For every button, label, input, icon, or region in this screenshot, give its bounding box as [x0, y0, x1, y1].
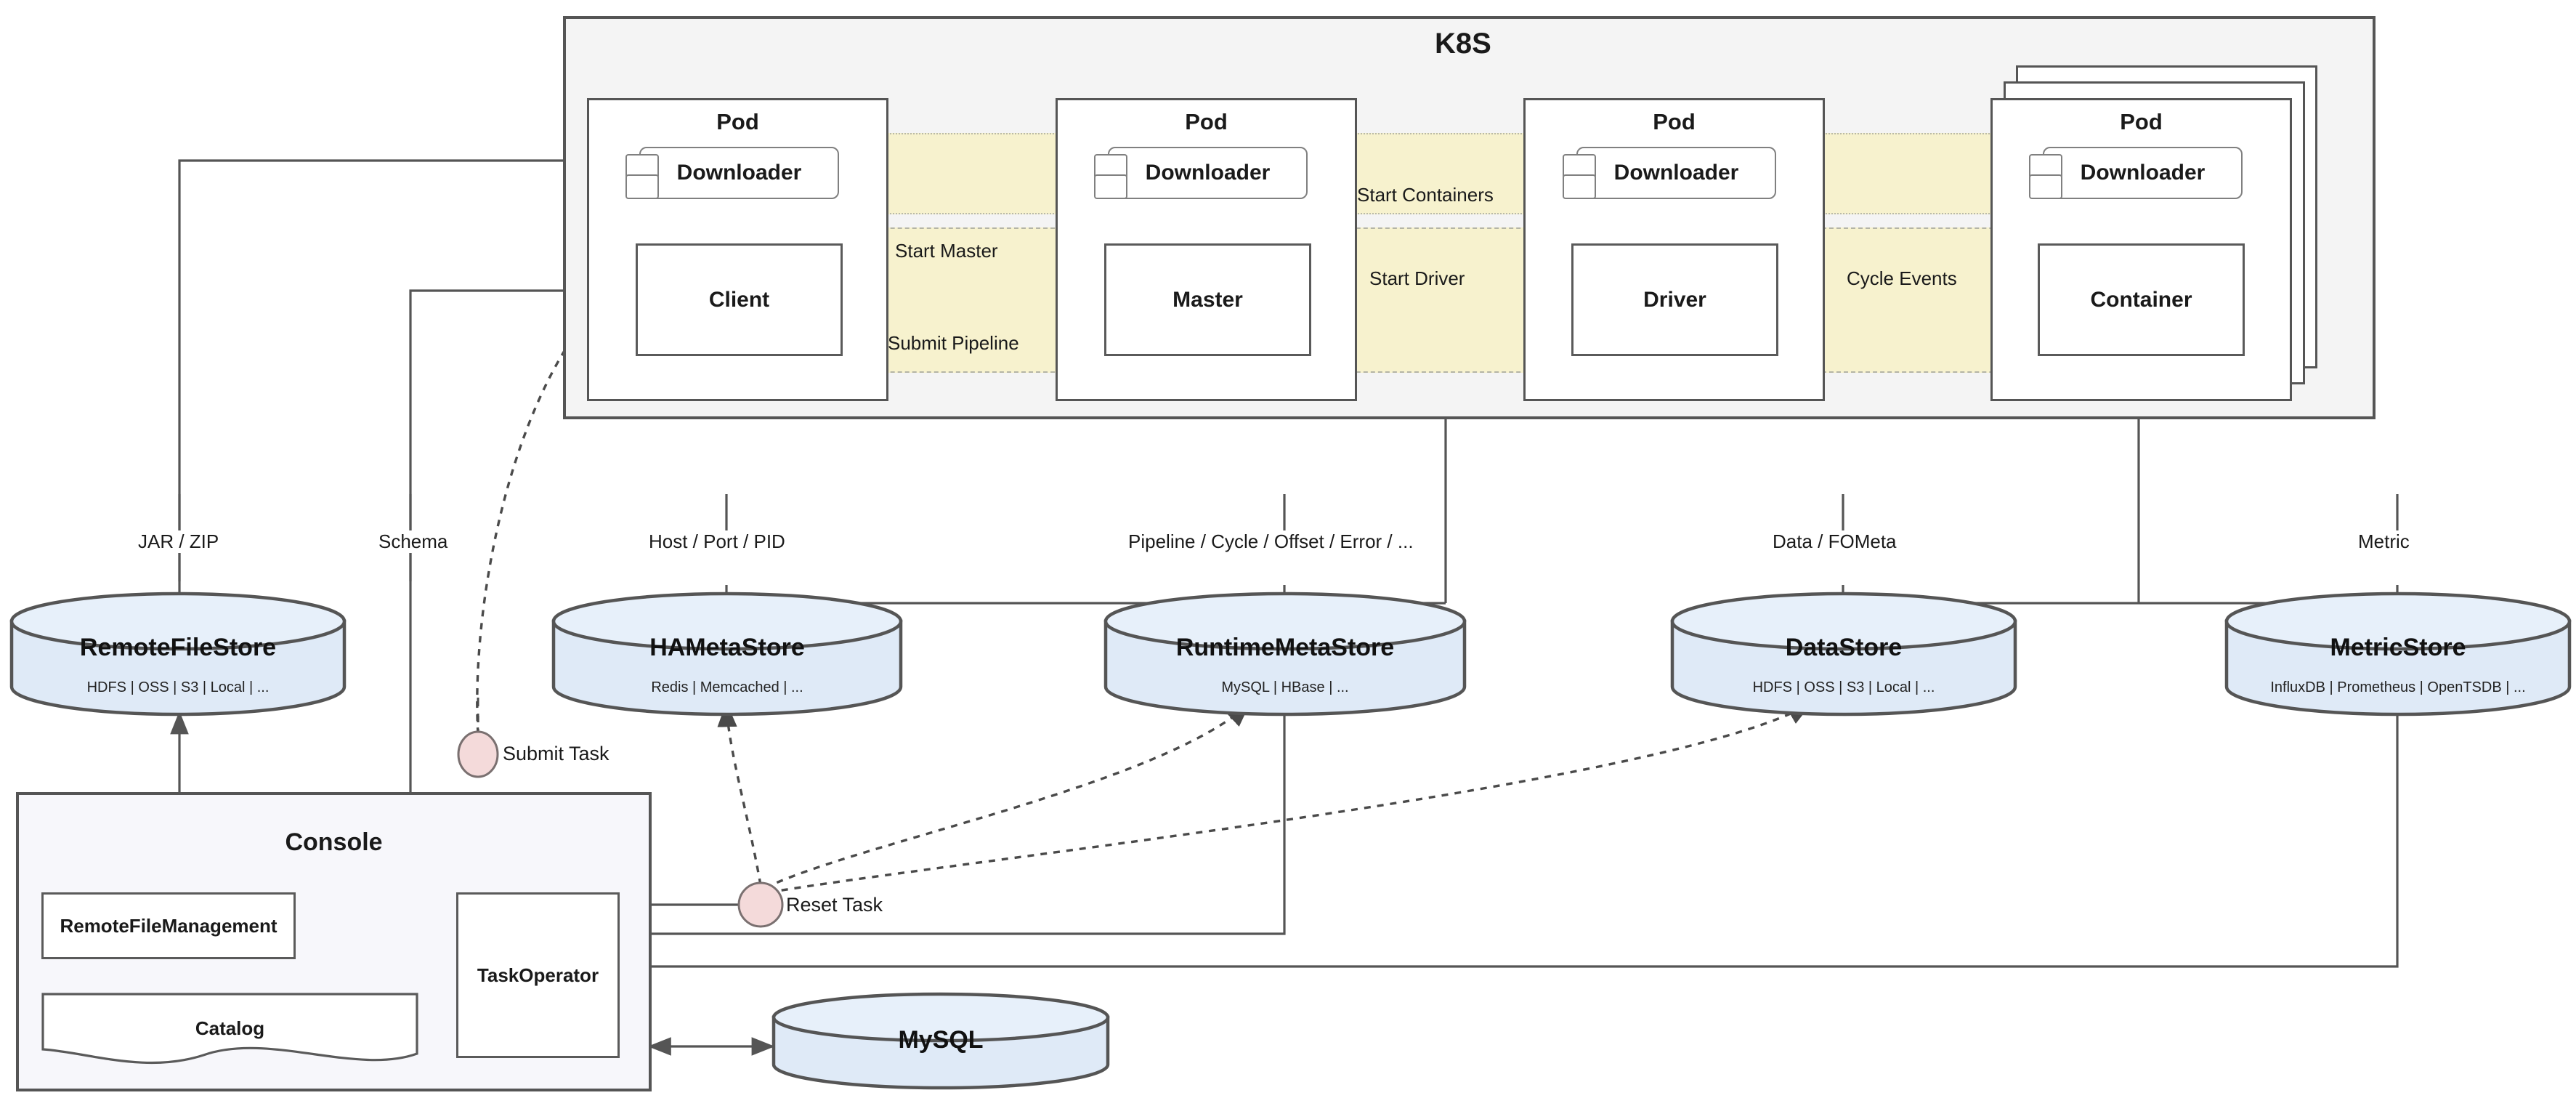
- pod-2-workload: Master: [1104, 243, 1311, 356]
- store-remotefilestore-name: RemoteFileStore: [79, 634, 277, 661]
- flow-label-start-driver: Start Driver: [1369, 267, 1465, 289]
- flow-label-start-containers: Start Containers: [1357, 184, 1494, 206]
- pod-4-downloader: Downloader: [2029, 147, 2243, 199]
- pod-1-workload: Client: [636, 243, 843, 356]
- workload-band: [614, 227, 2263, 373]
- catalog-label: Catalog: [195, 1017, 265, 1039]
- store-runtimemetastore-sub: MySQL | HBase | ...: [1221, 679, 1349, 695]
- edge-label-metric: Metric: [2352, 530, 2415, 553]
- pod-3-downloader-label: Downloader: [1613, 161, 1739, 185]
- store-hametastore-sub: Redis | Memcached | ...: [651, 679, 803, 695]
- pod-3-title: Pod: [1653, 109, 1696, 134]
- pod-2-downloader: Downloader: [1094, 147, 1308, 199]
- pod-1-downloader-label: Downloader: [676, 161, 802, 185]
- remote-file-management-box[interactable]: RemoteFileManagement: [41, 892, 296, 959]
- pod-4-workload: Container: [2038, 243, 2245, 356]
- flow-label-start-master: Start Master: [895, 240, 998, 262]
- pod-4-title: Pod: [2120, 109, 2163, 134]
- submit-task-label: Submit Task: [503, 743, 609, 764]
- component-tab-lower-icon: [2029, 174, 2062, 199]
- edge-label-schema: Schema: [373, 530, 454, 553]
- edge-label-data-fometa: Data / FOMeta: [1767, 530, 1903, 553]
- pod-4-workload-label: Container: [2090, 287, 2192, 312]
- edge-label-jar-zip: JAR / ZIP: [132, 530, 225, 553]
- task-operator-box[interactable]: TaskOperator: [456, 892, 620, 1058]
- pod-3-downloader: Downloader: [1563, 147, 1776, 199]
- pod-2-workload-label: Master: [1172, 287, 1243, 312]
- pod-3-workload-label: Driver: [1643, 287, 1706, 312]
- flow-label-cycle-events: Cycle Events: [1847, 267, 1957, 289]
- downloader-band: [614, 133, 2263, 214]
- k8s-title: K8S: [1435, 28, 1491, 60]
- pod-3-workload: Driver: [1571, 243, 1778, 356]
- store-remotefilestore-sub: HDFS | OSS | S3 | Local | ...: [86, 679, 270, 695]
- pod-1-downloader: Downloader: [625, 147, 839, 199]
- remote-file-management-label: RemoteFileManagement: [60, 914, 278, 937]
- pod-2-title: Pod: [1185, 109, 1228, 134]
- pod-1-workload-label: Client: [708, 287, 770, 312]
- pod-4-downloader-label: Downloader: [2080, 161, 2206, 185]
- console-title: Console: [285, 828, 383, 856]
- reset-task-label: Reset Task: [786, 894, 883, 916]
- store-datastore-sub: HDFS | OSS | S3 | Local | ...: [1752, 679, 1935, 695]
- store-runtimemetastore-name: RuntimeMetaStore: [1175, 634, 1395, 661]
- flow-label-submit-pipeline: Submit Pipeline: [888, 332, 1019, 354]
- store-metricstore-name: MetricStore: [2330, 634, 2466, 661]
- component-tab-lower-icon: [1094, 174, 1127, 199]
- task-operator-label: TaskOperator: [477, 964, 599, 986]
- store-metricstore-sub: InfluxDB | Prometheus | OpenTSDB | ...: [2270, 679, 2526, 695]
- component-tab-lower-icon: [625, 174, 659, 199]
- pod-1-title: Pod: [716, 109, 759, 134]
- mysql-store-name: MySQL: [898, 1026, 984, 1054]
- component-tab-lower-icon: [1563, 174, 1596, 199]
- pod-2-downloader-label: Downloader: [1145, 161, 1271, 185]
- store-datastore-name: DataStore: [1785, 634, 1903, 661]
- edge-label-pipeline-cycle: Pipeline / Cycle / Offset / Error / ...: [1122, 530, 1419, 553]
- edge-label-host-port-pid: Host / Port / PID: [643, 530, 791, 553]
- store-hametastore-name: HAMetaStore: [649, 634, 805, 661]
